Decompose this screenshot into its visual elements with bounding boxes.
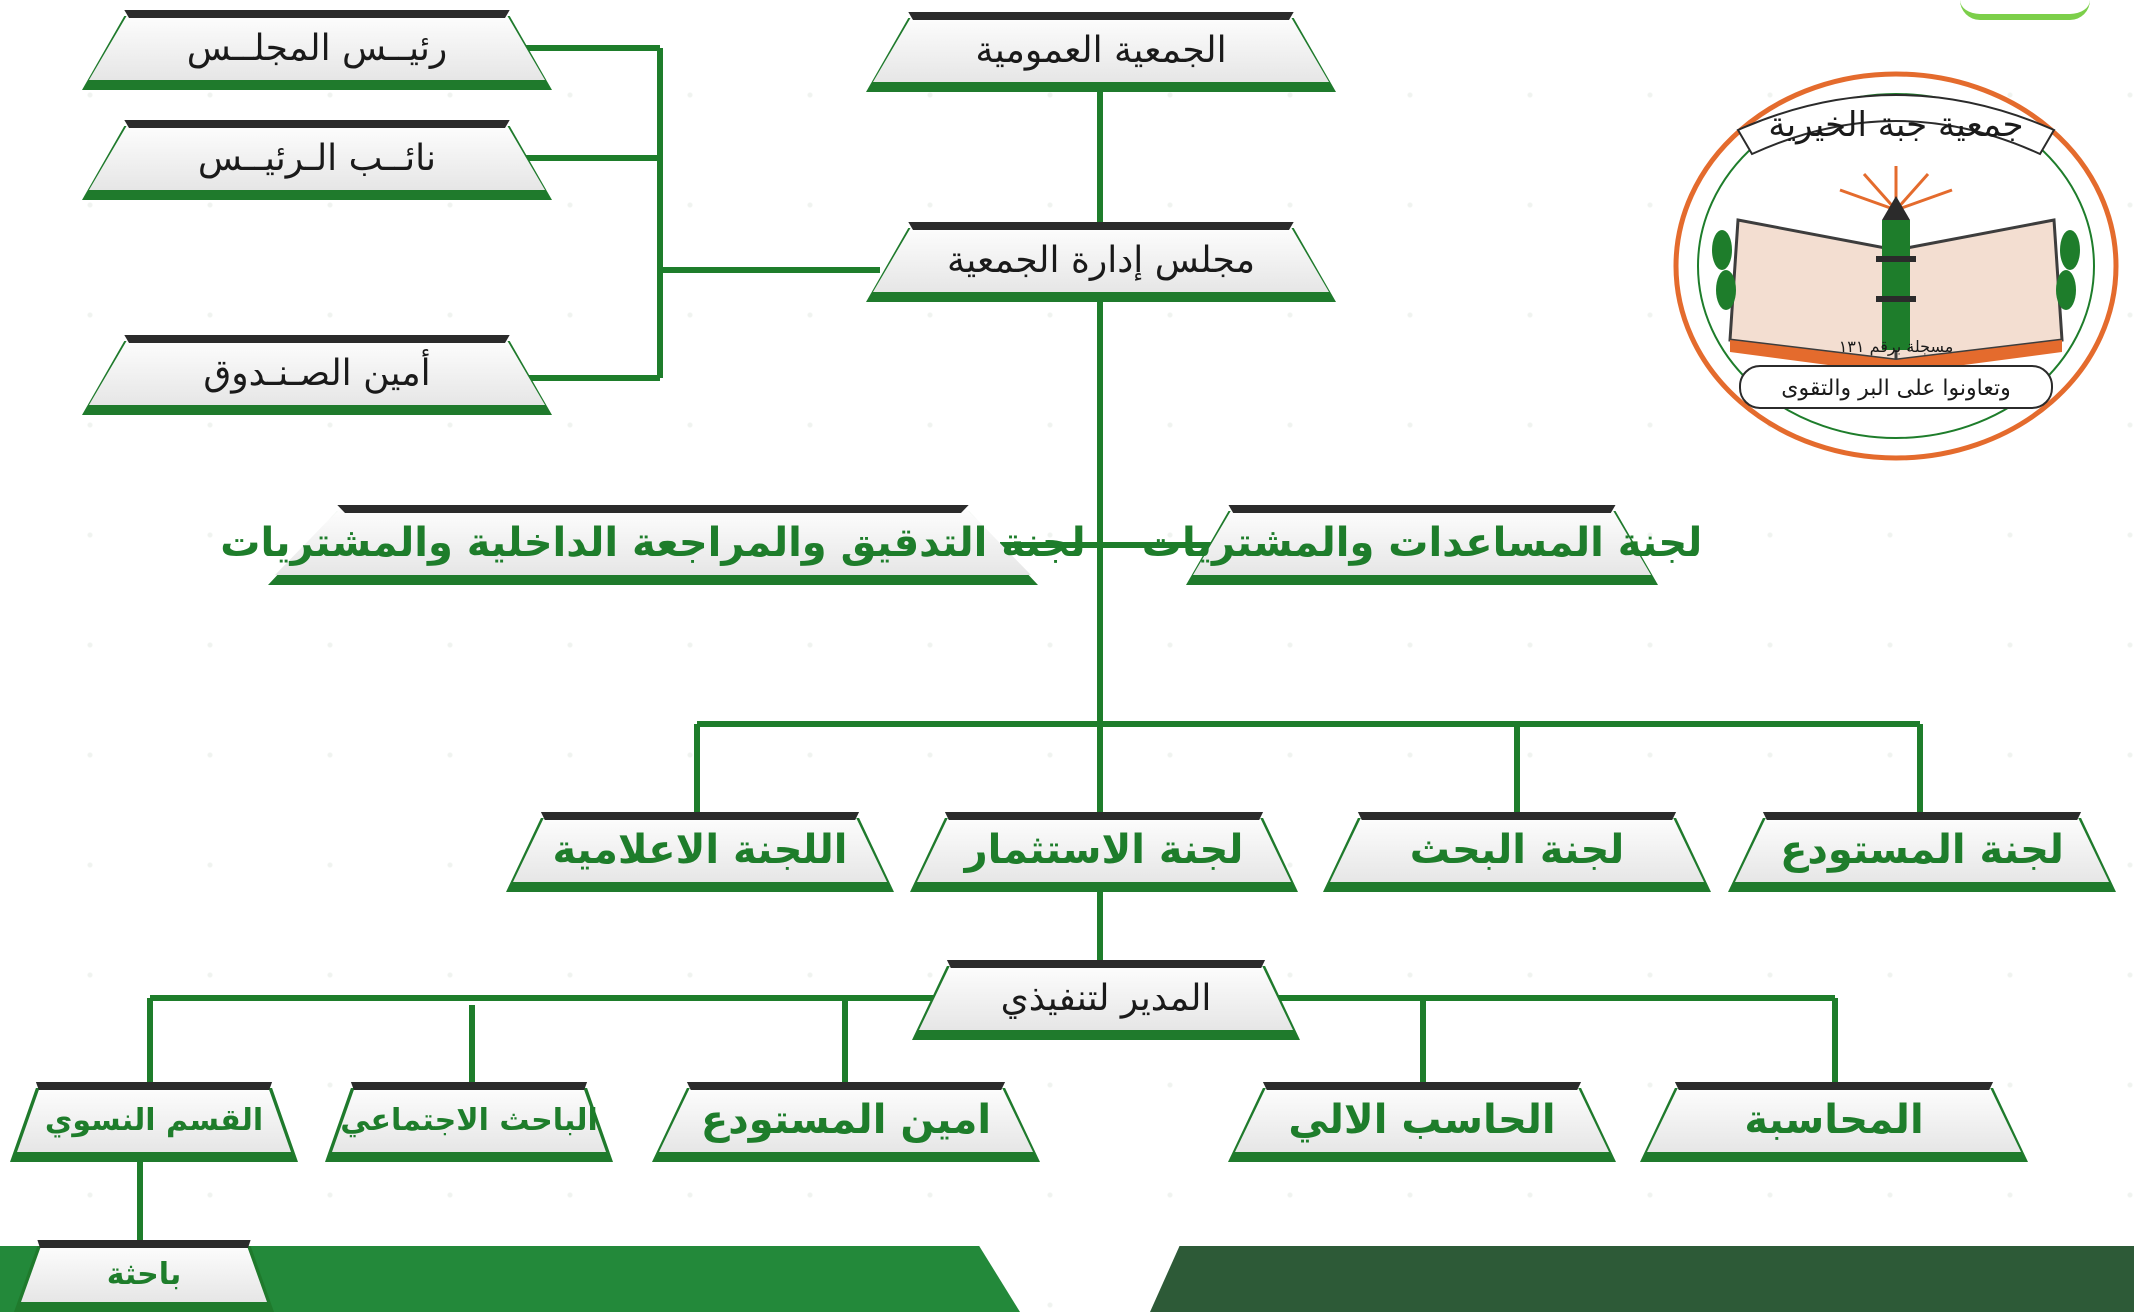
node-investment-committee: لجنة الاستثمار [910, 812, 1298, 892]
node-label: الباحث الاجتماعي [340, 1102, 598, 1138]
node-chairman: رئيــس المجلــس [82, 10, 552, 90]
node-aid-committee: لجنة المساعدات والمشتريات [1141, 505, 1703, 585]
node-treasurer: أمين الصـنـدوق [82, 335, 552, 415]
node-warehouse-keeper: امين المستودع [652, 1082, 1040, 1162]
node-label: امين المستودع [700, 1097, 992, 1143]
corner-decoration [1960, 0, 2090, 20]
association-logo: جمعية جبة الخيرية مسجلة برقم ١٣١ وتعاونو… [1673, 71, 2119, 461]
node-label: لجنة الاستثمار [964, 827, 1244, 873]
node-label: لجنة المستودع [1780, 827, 2064, 873]
node-label: القسم النسوي [44, 1102, 264, 1138]
node-label: لجنة التدقيق والمراجعة الداخلية والمشتري… [220, 520, 1086, 566]
node-label: نائــب الـرئيــس [197, 137, 437, 179]
node-label: الحاسب الالي [1288, 1097, 1556, 1143]
node-general-assembly: الجمعية العمومية [866, 12, 1336, 92]
node-label: رئيــس المجلــس [186, 27, 448, 69]
logo-registration: مسجلة برقم ١٣١ [1839, 337, 1954, 357]
node-social-researcher: الباحث الاجتماعي [325, 1082, 613, 1162]
node-research-committee: لجنة البحث [1323, 812, 1711, 892]
node-accounting: المحاسبة [1640, 1082, 2028, 1162]
node-audit-committee: لجنة التدقيق والمراجعة الداخلية والمشتري… [220, 505, 1086, 585]
node-label: لجنة المساعدات والمشتريات [1141, 520, 1703, 566]
node-label: أمين الصـنـدوق [203, 352, 431, 394]
node-label: الجمعية العمومية [975, 29, 1227, 71]
logo-verse: وتعاونوا على البر والتقوى [1781, 376, 2010, 401]
node-media-committee: اللجنة الاعلامية [506, 812, 894, 892]
node-label: المحاسبة [1744, 1097, 1924, 1143]
node-women-section: القسم النسوي [10, 1082, 298, 1162]
node-board: مجلس إدارة الجمعية [866, 222, 1336, 302]
node-female-researcher: باحثة [14, 1240, 274, 1312]
node-vice-chairman: نائــب الـرئيــس [82, 120, 552, 200]
node-label: باحثة [106, 1256, 182, 1292]
node-label: لجنة البحث [1409, 827, 1625, 873]
node-warehouse-committee: لجنة المستودع [1728, 812, 2116, 892]
node-label: اللجنة الاعلامية [552, 827, 848, 873]
node-computer: الحاسب الالي [1228, 1082, 1616, 1162]
footer-band-dark [1150, 1246, 2134, 1312]
node-label: مجلس إدارة الجمعية [946, 239, 1256, 281]
logo-name: جمعية جبة الخيرية [1768, 105, 2023, 145]
node-executive-director: المدير لتنفيذي [912, 960, 1300, 1040]
node-label: المدير لتنفيذي [1000, 977, 1212, 1019]
